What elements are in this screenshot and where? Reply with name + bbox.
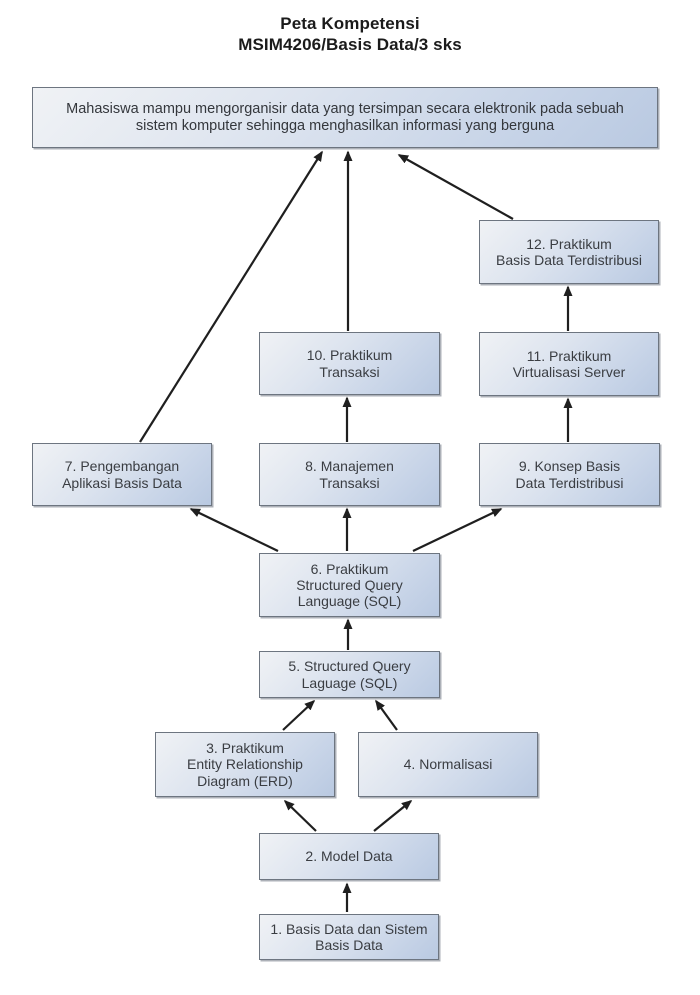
arrow-7-to-goal — [139, 150, 323, 443]
node-goal-competency: Mahasiswa mampu mengorganisir data yang … — [32, 87, 658, 148]
node-4-normalisasi: 4. Normalisasi — [358, 732, 538, 797]
node-5-structured-query-language: 5. Structured Query Laguage (SQL) — [259, 651, 440, 698]
node-1-basis-data-dan-sistem-basis-data: 1. Basis Data dan Sistem Basis Data — [259, 914, 439, 960]
node-10-praktikum-transaksi: 10. Praktikum Transaksi — [259, 332, 440, 395]
node-2-model-data: 2. Model Data — [259, 833, 439, 880]
arrow-6-to-9 — [412, 508, 503, 552]
arrow-6-to-7 — [189, 508, 279, 552]
node-12-praktikum-basis-data-terdistribusi: 12. Praktikum Basis Data Terdistribusi — [479, 220, 659, 284]
arrow-4-to-5 — [375, 699, 398, 731]
node-7-pengembangan-aplikasi-basis-data: 7. Pengembangan Aplikasi Basis Data — [32, 443, 212, 506]
arrow-2-to-3 — [283, 799, 317, 832]
arrow-2-to-4 — [373, 800, 413, 832]
node-6-praktikum-sql: 6. Praktikum Structured Query Language (… — [259, 553, 440, 617]
node-9-konsep-basis-data-terdistribusi: 9. Konsep Basis Data Terdistribusi — [479, 443, 660, 506]
page-title: Peta Kompetensi MSIM4206/Basis Data/3 sk… — [238, 14, 462, 55]
node-11-praktikum-virtualisasi-server: 11. Praktikum Virtualisasi Server — [479, 332, 659, 396]
node-3-praktikum-erd: 3. Praktikum Entity Relationship Diagram… — [155, 732, 335, 797]
node-8-manajemen-transaksi: 8. Manajemen Transaksi — [259, 443, 440, 506]
arrow-3-to-5 — [282, 699, 316, 731]
arrow-12-to-goal — [397, 154, 514, 220]
